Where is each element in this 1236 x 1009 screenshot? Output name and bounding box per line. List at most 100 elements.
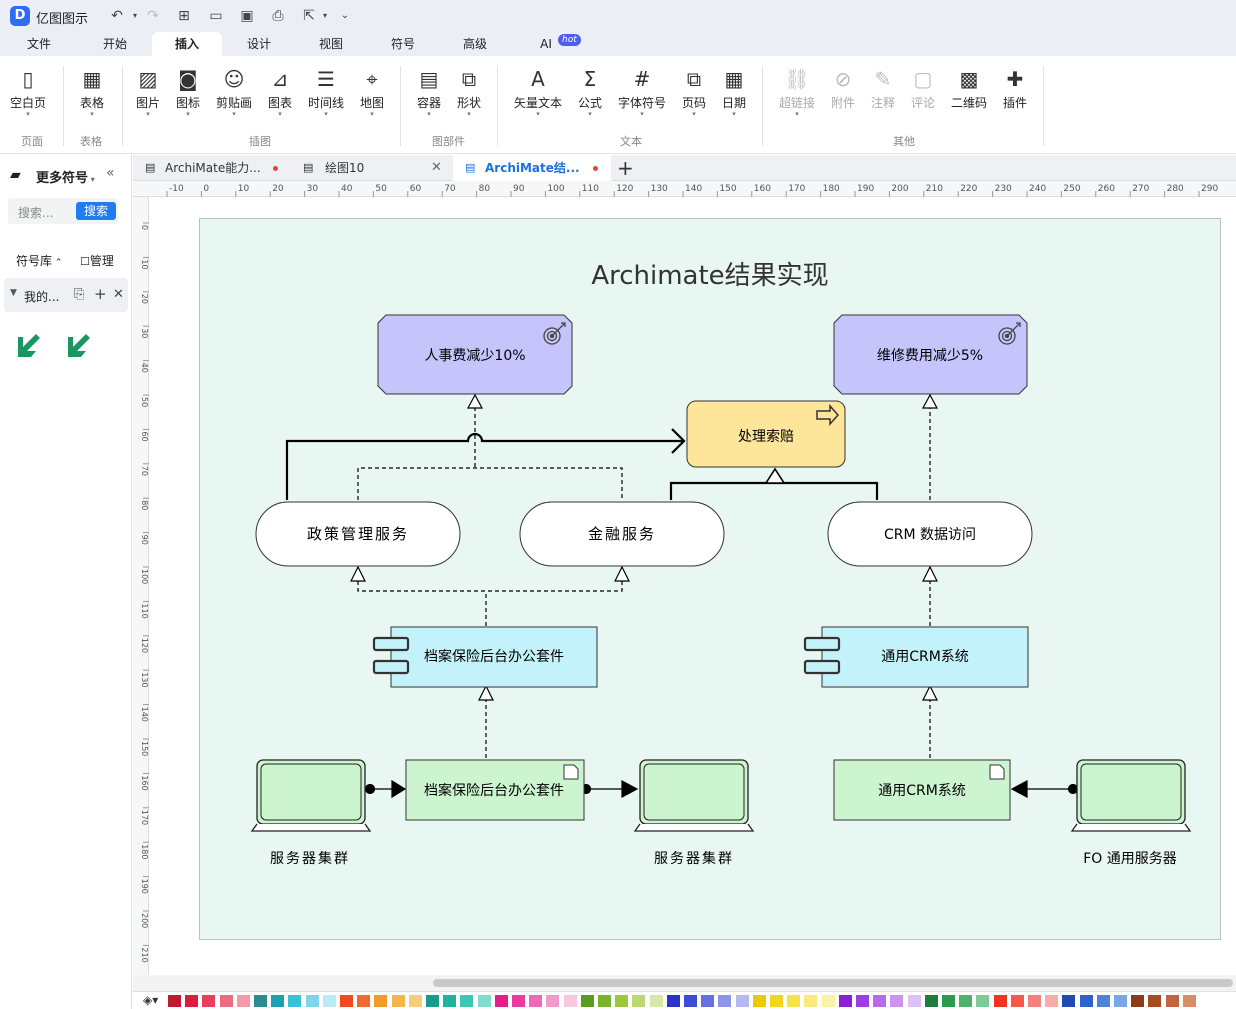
process-shape[interactable]: 处理索赔 — [686, 400, 846, 468]
color-swatch[interactable] — [426, 995, 439, 1007]
undo-icon[interactable]: ↶ — [111, 8, 123, 24]
color-swatch[interactable] — [512, 995, 525, 1007]
container-button[interactable]: ▤ 容器▾ — [410, 64, 448, 120]
color-swatch[interactable] — [477, 995, 491, 1007]
scrollbar-thumb[interactable] — [433, 979, 1233, 987]
color-swatch[interactable] — [787, 995, 801, 1007]
service-shape[interactable]: 金融服务 — [519, 501, 725, 567]
color-swatch[interactable] — [735, 995, 749, 1007]
color-swatch[interactable] — [322, 995, 336, 1007]
color-swatch[interactable] — [254, 995, 267, 1007]
service-shape[interactable]: 政策管理服务 — [255, 501, 461, 567]
color-swatch[interactable] — [993, 995, 1007, 1007]
formula-button[interactable]: Σ 公式▾ — [572, 64, 608, 120]
color-swatch[interactable] — [563, 995, 577, 1007]
color-swatch[interactable] — [236, 995, 250, 1007]
menu-tab-symbols[interactable]: 符号 — [390, 37, 415, 51]
menu-tab-view[interactable]: 视图 — [318, 37, 343, 51]
server-node[interactable]: 服务器集群 — [250, 759, 372, 867]
plugin-button[interactable]: ✚ 插件 — [996, 64, 1034, 120]
color-swatch[interactable] — [546, 995, 560, 1007]
chart-button[interactable]: ⊿ 图表▾ — [262, 64, 298, 120]
horizontal-scrollbar[interactable] — [133, 975, 1236, 991]
color-swatch[interactable] — [185, 995, 199, 1007]
new-file-icon[interactable]: ⊞ — [178, 8, 190, 24]
export-dropdown-icon[interactable]: ▾ — [322, 11, 327, 20]
color-swatch[interactable] — [873, 995, 887, 1007]
vector-text-button[interactable]: A 矢量文本▾ — [510, 64, 566, 120]
color-swatch[interactable] — [357, 995, 371, 1007]
table-button[interactable]: ▦ 表格▾ — [72, 64, 112, 120]
menu-tab-home[interactable]: 开始 — [102, 37, 127, 51]
print-icon[interactable]: ⎙ — [272, 8, 284, 24]
artifact-shape[interactable]: 通用CRM系统 — [833, 759, 1011, 821]
color-swatch[interactable] — [649, 995, 663, 1007]
page-number-button[interactable]: ⧉ 页码▾ — [676, 64, 712, 120]
symbol-search-input[interactable]: 搜索... — [18, 206, 54, 220]
search-button[interactable]: 搜索 — [76, 202, 116, 220]
color-swatch[interactable] — [494, 995, 508, 1007]
color-swatch[interactable] — [1079, 995, 1093, 1007]
date-button[interactable]: ▦ 日期▾ — [716, 64, 752, 120]
color-swatch[interactable] — [942, 995, 955, 1007]
color-swatch[interactable] — [202, 995, 216, 1007]
doc-tab[interactable]: ▤ ArchiMate能力... — [133, 155, 289, 181]
color-swatch[interactable] — [615, 995, 629, 1007]
color-swatch[interactable] — [1114, 995, 1127, 1007]
color-swatch[interactable] — [701, 995, 715, 1007]
menu-tab-advanced[interactable]: 高级 — [462, 37, 487, 51]
color-swatch[interactable] — [838, 995, 852, 1007]
color-swatch[interactable] — [907, 995, 921, 1007]
color-swatch[interactable] — [804, 995, 818, 1007]
symbol-search-box[interactable]: 搜索... 搜索 — [8, 198, 118, 224]
color-swatch[interactable] — [976, 995, 990, 1007]
service-shape[interactable]: CRM 数据访问 — [827, 501, 1033, 567]
manage-button[interactable]: ☐管理 — [80, 254, 114, 268]
annotation-button[interactable]: ✎ 注释 — [864, 64, 902, 120]
doc-tab-active[interactable]: ▤ ArchiMate结... — [453, 155, 611, 181]
color-swatch[interactable] — [718, 995, 732, 1007]
color-swatch[interactable] — [890, 995, 904, 1007]
color-swatch[interactable] — [598, 995, 611, 1007]
customize-toolbar-icon[interactable]: ⌄ — [340, 10, 350, 21]
import-icon[interactable]: ⎘ — [74, 287, 85, 302]
color-swatch[interactable] — [684, 995, 697, 1007]
color-swatch[interactable] — [219, 995, 233, 1007]
color-swatch[interactable] — [580, 995, 594, 1007]
clipart-button[interactable]: ☺ 剪贴画▾ — [212, 64, 256, 120]
color-swatch[interactable] — [168, 995, 181, 1007]
color-swatch[interactable] — [1182, 995, 1196, 1007]
diagram-title[interactable]: Archimate结果实现 — [591, 261, 828, 291]
undo-dropdown-icon[interactable]: ▾ — [132, 11, 137, 20]
open-folder-icon[interactable]: ▭ — [209, 8, 223, 24]
color-swatch[interactable] — [288, 995, 302, 1007]
color-swatch[interactable] — [632, 995, 646, 1007]
color-swatch[interactable] — [1165, 995, 1179, 1007]
color-swatch[interactable] — [1131, 995, 1145, 1007]
color-swatch[interactable] — [924, 995, 938, 1007]
green-arrow-symbol[interactable] — [68, 334, 90, 357]
color-swatch[interactable] — [1010, 995, 1024, 1007]
save-icon[interactable]: ▣ — [240, 8, 254, 24]
color-swatch[interactable] — [374, 995, 388, 1007]
color-swatch[interactable] — [1062, 995, 1076, 1007]
export-icon[interactable]: ⇱ — [303, 8, 315, 24]
add-icon[interactable]: + — [94, 285, 107, 303]
component-shape[interactable]: 档案保险后台办公套件 — [372, 626, 598, 688]
artifact-shape[interactable]: 档案保险后台办公套件 — [405, 759, 585, 821]
color-swatch[interactable] — [305, 995, 319, 1007]
color-swatch[interactable] — [856, 995, 869, 1007]
attachment-button[interactable]: ⊘ 附件 — [824, 64, 862, 120]
color-swatch[interactable] — [443, 995, 457, 1007]
color-swatch[interactable] — [271, 995, 285, 1007]
green-arrow-symbol[interactable] — [18, 334, 40, 357]
icon-button[interactable]: ◙ 图标▾ — [170, 64, 206, 120]
map-button[interactable]: ⌖ 地图▾ — [354, 64, 390, 120]
font-symbol-button[interactable]: # 字体符号▾ — [614, 64, 670, 120]
goal-shape[interactable]: 人事费减少10% — [377, 314, 573, 395]
expand-arrow-icon[interactable]: ▼ — [10, 288, 17, 298]
color-swatch[interactable] — [666, 995, 680, 1007]
color-swatch[interactable] — [1045, 995, 1059, 1007]
collapse-panel-icon[interactable]: « — [106, 165, 115, 181]
color-swatch[interactable] — [391, 995, 405, 1007]
